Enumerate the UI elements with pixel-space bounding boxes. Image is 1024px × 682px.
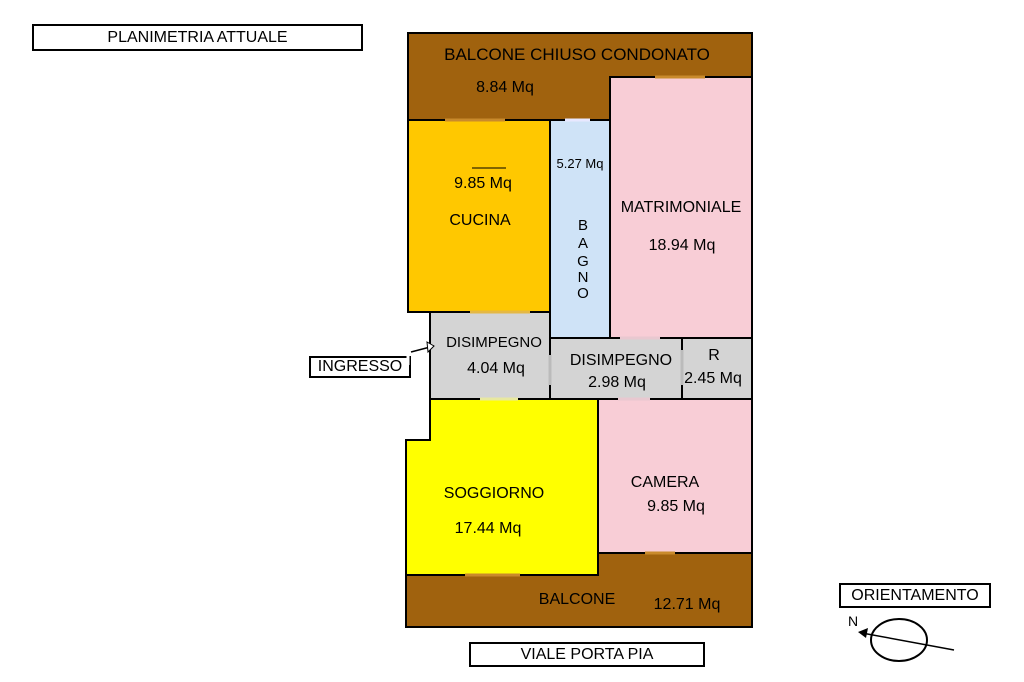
balcone-chiuso-name: BALCONE CHIUSO CONDONATO <box>444 45 710 64</box>
compass-north-label: N <box>848 613 858 629</box>
disimpegno-2-area: 2.98 Mq <box>588 374 646 391</box>
bagno-letter-5: O <box>577 285 589 302</box>
room-balcone <box>405 552 753 628</box>
room-camera <box>597 398 753 554</box>
camera-name: CAMERA <box>631 474 700 491</box>
soggiorno-area: 17.44 Mq <box>455 520 522 537</box>
camera-area: 9.85 Mq <box>647 498 705 515</box>
ripostiglio-area: 2.45 Mq <box>684 370 742 387</box>
bagno-letter-1: B <box>578 217 588 234</box>
matrimoniale-name: MATRIMONIALE <box>621 199 742 216</box>
cucina-name: CUCINA <box>449 212 511 229</box>
balcone-name: BALCONE <box>539 591 615 608</box>
balcone-chiuso-area: 8.84 Mq <box>476 79 534 96</box>
entrance-label-box: INGRESSO <box>309 356 411 378</box>
disimpegno-1-area: 4.04 Mq <box>467 360 525 377</box>
ripostiglio-name: R <box>708 347 720 364</box>
bagno-letter-2: A <box>578 235 588 252</box>
orientation-label: ORIENTAMENTO <box>851 586 979 604</box>
disimpegno-2-name: DISIMPEGNO <box>570 352 672 369</box>
plan-title: PLANIMETRIA ATTUALE <box>107 28 288 46</box>
bagno-letter-3: G <box>577 253 589 270</box>
cucina-area: 9.85 Mq <box>454 175 512 192</box>
compass-icon <box>858 618 955 662</box>
orientation-label-box: ORIENTAMENTO <box>839 583 991 608</box>
room-disimpegno-1 <box>429 311 551 400</box>
entrance-label: INGRESSO <box>317 358 403 375</box>
entrance-arrow-icon <box>410 341 435 354</box>
disimpegno-1-name: DISIMPEGNO <box>446 334 542 351</box>
soggiorno-name: SOGGIORNO <box>444 485 544 502</box>
street-label-box: VIALE PORTA PIA <box>469 642 705 667</box>
matrimoniale-area: 18.94 Mq <box>649 237 716 254</box>
balcone-area: 12.71 Mq <box>654 596 721 613</box>
plan-title-box: PLANIMETRIA ATTUALE <box>32 24 363 51</box>
street-label: VIALE PORTA PIA <box>520 645 654 663</box>
bagno-letter-4: N <box>578 269 589 286</box>
door-openings <box>406 75 705 577</box>
bagno-area: 5.27 Mq <box>557 156 604 171</box>
